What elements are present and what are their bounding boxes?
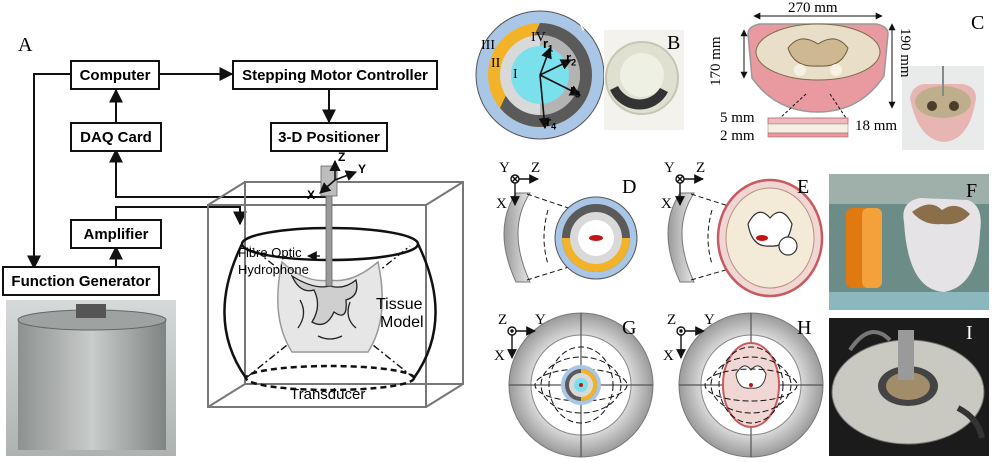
g-axis-y: Y [535, 312, 546, 328]
panel-label-f: F [966, 180, 978, 202]
radius-r4: r4 [546, 114, 556, 132]
dim-thick2: 2 mm [720, 128, 755, 144]
computer-label: Computer [79, 66, 151, 84]
r2-sub: 2 [571, 57, 577, 68]
d-axis-x: X [496, 196, 507, 212]
panel-c-dimension-lines [740, 12, 896, 119]
r2-text: r [566, 50, 572, 65]
panel-d-lens [503, 192, 531, 283]
layer-iii: III [481, 38, 495, 53]
r1-text: r [543, 36, 549, 51]
panel-i-photo [829, 318, 989, 456]
hydrophone-label-2: Hydrophone [238, 262, 309, 277]
r1-sub: 1 [548, 43, 554, 54]
panel-label-d: D [622, 176, 637, 198]
panel-a-axis-triad [319, 159, 358, 194]
panel-a-photo [6, 300, 176, 456]
stepping-motor-label: Stepping Motor Controller [242, 66, 428, 84]
h-axis-x: X [663, 348, 674, 364]
a-axis-x: X [307, 188, 316, 202]
panel-h-skull [722, 342, 780, 428]
d-axis-z: Z [531, 160, 541, 176]
dim-left-height: 170 mm [708, 36, 724, 86]
r3-sub: 3 [575, 89, 581, 100]
tissue-label-2: Model [380, 314, 424, 331]
layer-i: I [513, 67, 518, 82]
function-generator-label: Function Generator [11, 272, 151, 290]
stepping-motor-box: Stepping Motor Controller [232, 60, 438, 90]
a-axis-z: Z [338, 150, 346, 164]
amplifier-label: Amplifier [83, 225, 149, 243]
g-axis-x: X [494, 348, 505, 364]
h-axis-y: Y [704, 312, 715, 328]
a-axis-y: Y [358, 162, 367, 176]
layer-v: V [578, 20, 589, 35]
panel-g-phantom [561, 365, 601, 405]
radius-r1: r1 [543, 36, 553, 54]
h-axis-z: Z [667, 312, 677, 328]
e-axis-y: Y [664, 160, 675, 176]
panel-c-skull-model [747, 23, 889, 113]
positioner-box: 3-D Positioner [270, 122, 388, 152]
computer-box: Computer [70, 60, 160, 90]
function-generator-box: Function Generator [2, 266, 160, 296]
amplifier-box: Amplifier [70, 219, 162, 249]
hydrophone-label-1: Fibre Optic [238, 245, 302, 260]
dim-right-height: 190 mm [897, 28, 913, 78]
panel-e-skull-section [716, 178, 824, 298]
panel-label-e: E [797, 176, 810, 198]
tank-box [207, 181, 464, 408]
r4-sub: 4 [551, 121, 557, 132]
panel-label-g: G [622, 317, 637, 339]
panel-label-h: H [797, 317, 812, 339]
panel-f-photo [829, 174, 989, 310]
r4-text: r [546, 114, 552, 129]
radius-r3: r3 [570, 82, 580, 100]
panel-c-layer-cross-section [767, 117, 849, 138]
panel-b-photo [604, 30, 684, 130]
tank-photo-drawing [17, 304, 167, 450]
panel-b-radius-arrows [538, 46, 582, 130]
panel-h-beam-rings [704, 346, 798, 424]
radius-r2: r2 [566, 50, 576, 68]
tissue-label-1: Tissue [376, 296, 423, 313]
dim-width: 270 mm [788, 0, 838, 16]
daq-box: DAQ Card [70, 122, 162, 152]
e-axis-x: X [661, 196, 672, 212]
panel-d-phantom [554, 196, 638, 280]
dim-thick1: 5 mm [720, 110, 755, 126]
daq-label: DAQ Card [80, 128, 152, 146]
dim-thick3: 18 mm [855, 118, 898, 134]
positioner-label: 3-D Positioner [278, 128, 380, 146]
panel-c-photo [902, 66, 984, 150]
panel-label-a: A [18, 34, 33, 56]
e-axis-z: Z [696, 160, 706, 176]
panel-label-b: B [667, 32, 681, 54]
panel-a-connections [27, 67, 336, 270]
layer-iv: IV [531, 30, 546, 45]
r3-text: r [570, 82, 576, 97]
panel-e-lens [667, 192, 695, 283]
axis-triads [507, 174, 705, 359]
d-axis-y: Y [499, 160, 510, 176]
panel-label-c: C [971, 12, 985, 34]
transducer-label: Transducer [290, 386, 366, 403]
layer-ii: II [491, 56, 501, 71]
g-axis-z: Z [498, 312, 508, 328]
panel-label-i: I [966, 322, 973, 344]
tissue-model-sketch [277, 260, 383, 353]
